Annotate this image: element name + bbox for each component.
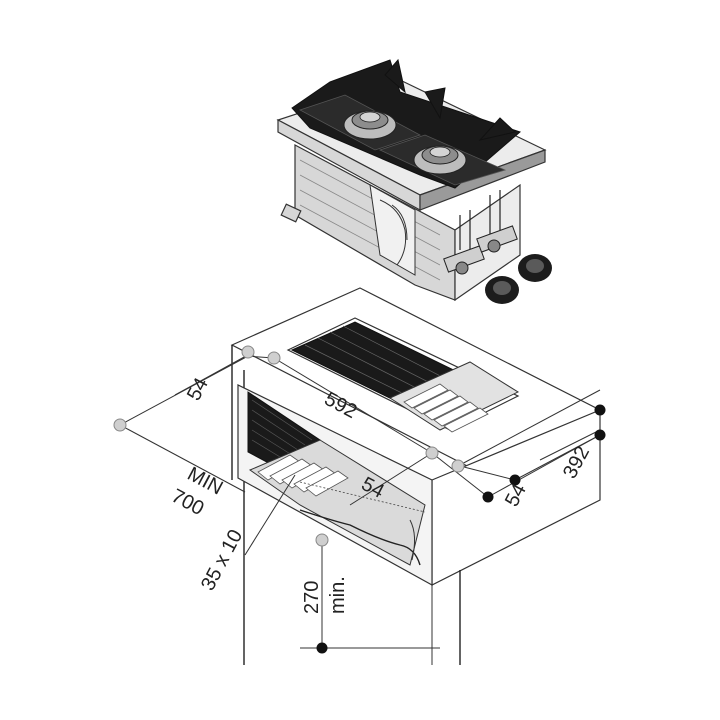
- dim-slot: 35 x 10: [197, 526, 247, 594]
- dim-height-min: min.: [327, 576, 349, 614]
- reference-points: [113, 345, 465, 547]
- dim-height-value: 270: [301, 581, 323, 614]
- dim-54-front: 54: [183, 374, 213, 404]
- knob-icon: [518, 254, 552, 282]
- knob-icon: [485, 276, 519, 304]
- top-opening: [286, 317, 520, 433]
- cutout-cavity: [237, 384, 433, 587]
- anchor-points: [316, 404, 606, 654]
- dimension-lines: [119, 355, 601, 649]
- gas-hob-unit: [276, 58, 547, 302]
